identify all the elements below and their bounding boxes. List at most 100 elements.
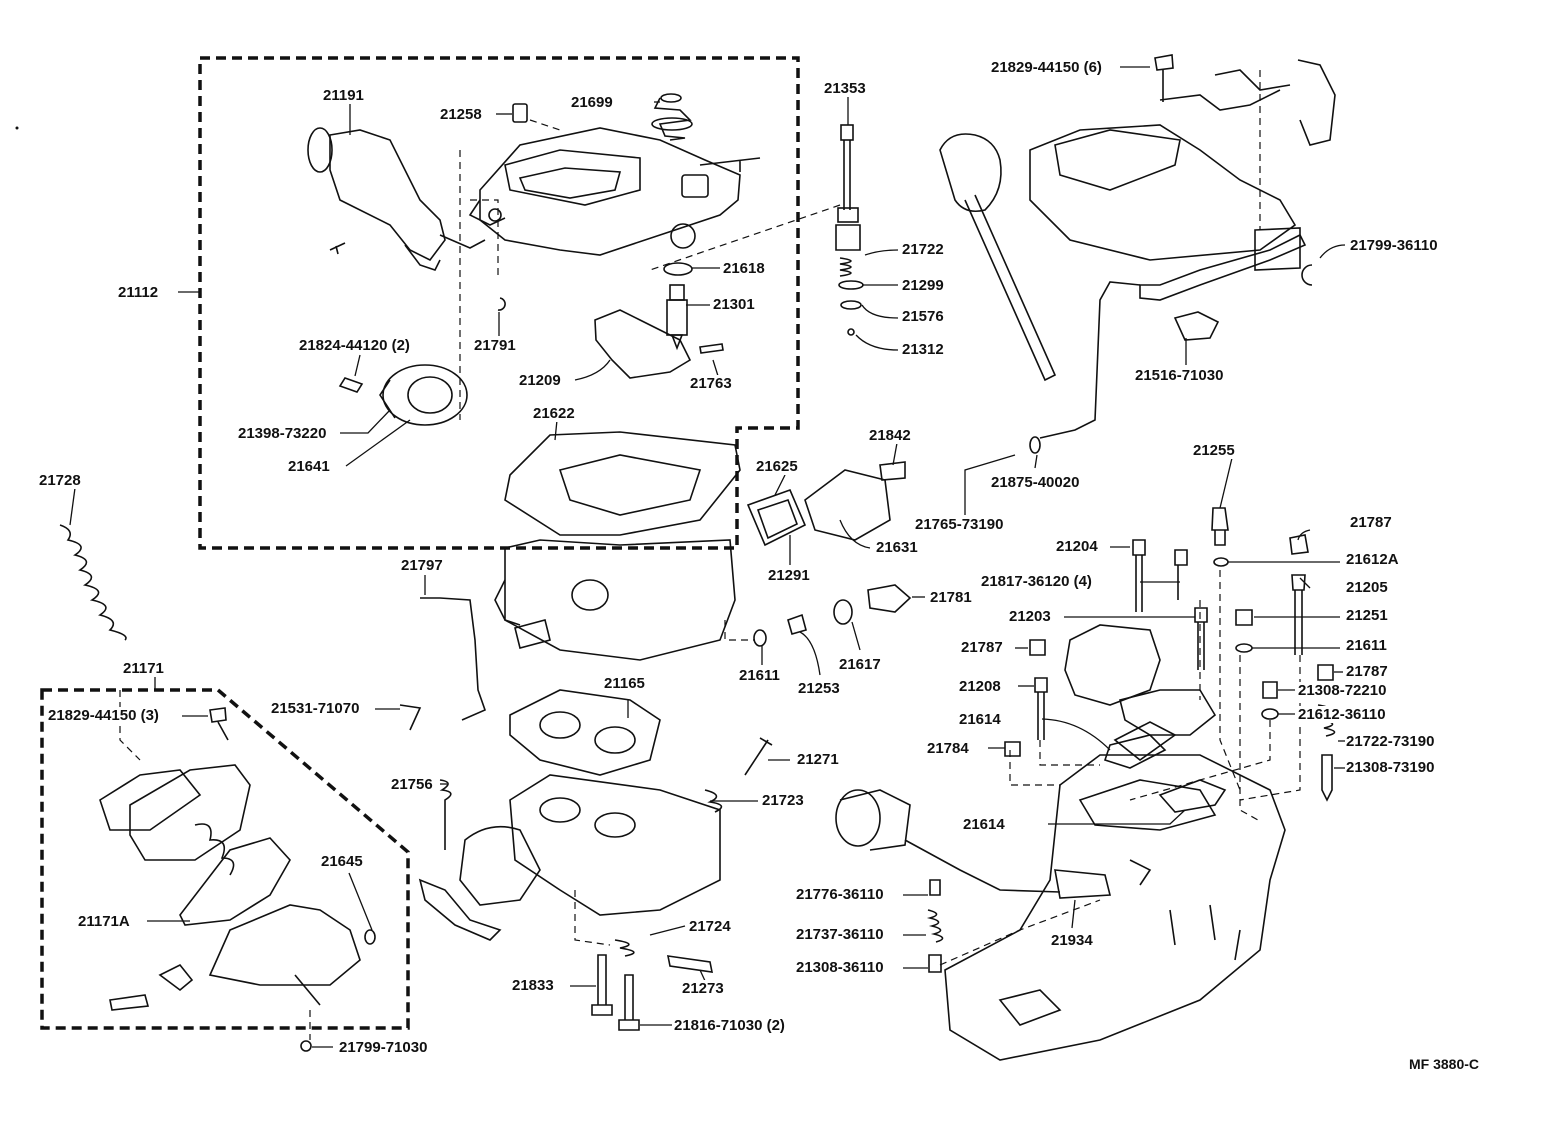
part-label-21353[interactable]: 21353 bbox=[823, 80, 867, 97]
part-label-21191[interactable]: 21191 bbox=[322, 87, 365, 104]
part-label-21208[interactable]: 21208 bbox=[958, 678, 1002, 695]
bolt-21829-3-drawing bbox=[209, 707, 229, 741]
plug-21253-drawing bbox=[787, 613, 807, 635]
gasket-21614-b-drawing bbox=[1158, 779, 1227, 813]
part-label-21625[interactable]: 21625 bbox=[755, 458, 799, 475]
part-label-21934[interactable]: 21934 bbox=[1050, 932, 1094, 949]
part-label-21622[interactable]: 21622 bbox=[532, 405, 576, 422]
part-label-21204[interactable]: 21204 bbox=[1055, 538, 1099, 555]
part-label-21531-71070[interactable]: 21531-71070 bbox=[270, 700, 361, 717]
part-label-21203[interactable]: 21203 bbox=[1008, 608, 1052, 625]
part-label-21165[interactable]: 21165 bbox=[603, 675, 646, 692]
part-label-21799-36110[interactable]: 21799-36110 bbox=[1349, 237, 1439, 254]
screw-21273-drawing bbox=[666, 955, 714, 973]
part-label-21816-71030[interactable]: 21816-71030 (2) bbox=[673, 1017, 786, 1034]
part-label-21271[interactable]: 21271 bbox=[796, 751, 840, 768]
part-label-21112[interactable]: 21112 bbox=[117, 284, 160, 301]
part-label-21251[interactable]: 21251 bbox=[1345, 607, 1389, 624]
part-label-21308-73190[interactable]: 21308-73190 bbox=[1345, 759, 1436, 776]
valve-21776-drawing bbox=[929, 879, 941, 896]
part-label-21842[interactable]: 21842 bbox=[868, 427, 912, 444]
part-label-21699[interactable]: 21699 bbox=[570, 94, 614, 111]
tube-21205-drawing bbox=[1291, 574, 1306, 655]
part-label-21258[interactable]: 21258 bbox=[439, 106, 483, 123]
part-label-21724[interactable]: 21724 bbox=[688, 918, 732, 935]
part-label-21722-73190[interactable]: 21722-73190 bbox=[1345, 733, 1436, 750]
part-label-21824-44120[interactable]: 21824-44120 (2) bbox=[298, 337, 411, 354]
part-label-21817-36120[interactable]: 21817-36120 (4) bbox=[980, 573, 1093, 590]
part-label-21576[interactable]: 21576 bbox=[901, 308, 945, 325]
part-label-21799-71030[interactable]: 21799-71030 bbox=[338, 1039, 429, 1056]
assembly-frame-21171 bbox=[40, 688, 410, 1030]
plug-21258-drawing bbox=[512, 103, 528, 123]
part-label-21291[interactable]: 21291 bbox=[767, 567, 811, 584]
part-label-21618[interactable]: 21618 bbox=[722, 260, 766, 277]
part-label-21787-c[interactable]: 21787 bbox=[1345, 663, 1389, 680]
part-label-21833[interactable]: 21833 bbox=[511, 977, 555, 994]
rod-21765-drawing bbox=[1039, 281, 1141, 439]
part-label-21253[interactable]: 21253 bbox=[797, 680, 841, 697]
bolt-21829-drawing bbox=[1154, 54, 1174, 102]
part-label-21614-b[interactable]: 21614 bbox=[962, 816, 1006, 833]
part-label-21737-36110[interactable]: 21737-36110 bbox=[795, 926, 885, 943]
part-label-21308-36110[interactable]: 21308-36110 bbox=[795, 959, 885, 976]
part-label-21209[interactable]: 21209 bbox=[518, 372, 562, 389]
part-label-21612-36110[interactable]: 21612-36110 bbox=[1297, 706, 1387, 723]
spring-21722-drawing bbox=[839, 257, 852, 277]
spring-21756-drawing bbox=[439, 779, 452, 850]
part-label-21614-a[interactable]: 21614 bbox=[958, 711, 1002, 728]
leader-lines bbox=[69, 66, 1346, 1048]
part-label-21765-73190[interactable]: 21765-73190 bbox=[914, 516, 1005, 533]
spring-21737-drawing bbox=[926, 909, 944, 943]
part-label-21312[interactable]: 21312 bbox=[901, 341, 945, 358]
washer-21617-drawing bbox=[833, 599, 853, 625]
jet-21308-72210-drawing bbox=[1262, 681, 1278, 699]
pump-plunger-drawing bbox=[835, 124, 861, 251]
part-label-21787-b[interactable]: 21787 bbox=[960, 639, 1004, 656]
part-label-21516-71030[interactable]: 21516-71030 bbox=[1134, 367, 1225, 384]
part-label-21763[interactable]: 21763 bbox=[689, 375, 733, 392]
part-label-21631[interactable]: 21631 bbox=[875, 539, 919, 556]
part-label-21205[interactable]: 21205 bbox=[1345, 579, 1389, 596]
part-label-21299[interactable]: 21299 bbox=[901, 277, 945, 294]
part-label-21301[interactable]: 21301 bbox=[712, 296, 756, 313]
part-label-21273[interactable]: 21273 bbox=[681, 980, 725, 997]
part-label-21829-44150-6[interactable]: 21829-44150 (6) bbox=[990, 59, 1103, 76]
part-label-21171[interactable]: 21171 bbox=[122, 660, 165, 677]
part-label-21722[interactable]: 21722 bbox=[901, 241, 945, 258]
part-label-21641[interactable]: 21641 bbox=[287, 458, 331, 475]
part-label-21829-44150-3[interactable]: 21829-44150 (3) bbox=[47, 707, 160, 724]
gasket-21631-drawing bbox=[804, 469, 891, 541]
part-label-21611-b[interactable]: 21611 bbox=[738, 667, 781, 684]
part-label-21781[interactable]: 21781 bbox=[929, 589, 973, 606]
part-label-21723[interactable]: 21723 bbox=[761, 792, 805, 809]
part-label-21171a[interactable]: 21171A bbox=[77, 913, 131, 930]
part-label-21308-72210[interactable]: 21308-72210 bbox=[1297, 682, 1388, 699]
fitting-21781-drawing bbox=[867, 584, 912, 613]
bracket-21531-drawing bbox=[399, 704, 422, 731]
manifold-drawing bbox=[1064, 624, 1217, 762]
part-label-21797[interactable]: 21797 bbox=[400, 557, 444, 574]
part-label-21784[interactable]: 21784 bbox=[926, 740, 970, 757]
part-label-21255[interactable]: 21255 bbox=[1192, 442, 1236, 459]
gasket-21618-drawing bbox=[663, 262, 693, 276]
needle-valve-drawing bbox=[666, 284, 688, 351]
part-label-21728[interactable]: 21728 bbox=[38, 472, 82, 489]
air-horn-drawing bbox=[468, 127, 761, 256]
part-label-21791[interactable]: 21791 bbox=[473, 337, 517, 354]
clip-21791-drawing bbox=[497, 297, 506, 311]
part-label-21398-73220[interactable]: 21398-73220 bbox=[237, 425, 328, 442]
part-label-21776-36110[interactable]: 21776-36110 bbox=[795, 886, 885, 903]
part-label-21617[interactable]: 21617 bbox=[838, 656, 882, 673]
gasket-21165-drawing bbox=[509, 689, 661, 776]
part-label-21875-40020[interactable]: 21875-40020 bbox=[990, 474, 1081, 491]
part-label-21611-a[interactable]: 21611 bbox=[1345, 637, 1388, 654]
part-label-21756[interactable]: 21756 bbox=[390, 776, 434, 793]
part-label-21612a[interactable]: 21612A bbox=[1345, 551, 1400, 568]
plug-21787-c-drawing bbox=[1317, 664, 1334, 681]
spring-21728-drawing bbox=[59, 524, 127, 641]
part-label-21787-a[interactable]: 21787 bbox=[1349, 514, 1393, 531]
choke-breaker-drawing bbox=[99, 764, 361, 1011]
part-label-21645[interactable]: 21645 bbox=[320, 853, 364, 870]
